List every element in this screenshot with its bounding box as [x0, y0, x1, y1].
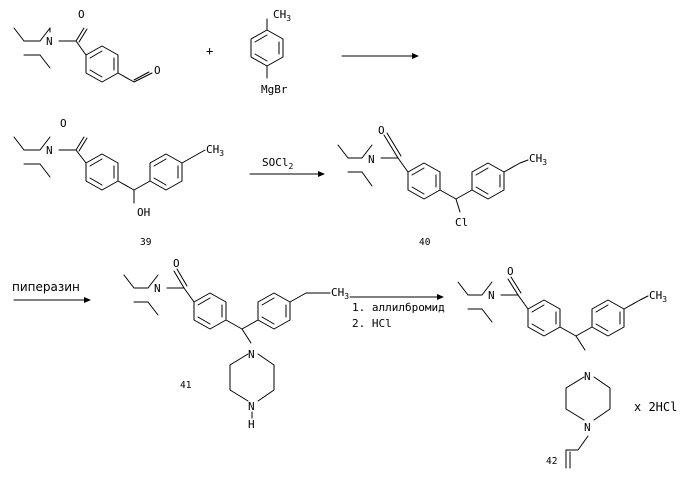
atom-o: O: [378, 124, 385, 137]
compound-40-structure: [338, 133, 528, 212]
reagent-thionyl-chloride: SOCl2: [262, 156, 294, 171]
compound-number-41: 41: [180, 380, 192, 391]
tolyl-grignard: [251, 19, 283, 78]
atom-o: O: [173, 257, 180, 270]
reaction-arrow-allyl: [350, 294, 444, 300]
reaction-arrow-piperazine: [14, 297, 91, 303]
atom-n: N: [248, 348, 255, 361]
atom-ch3: CH3: [273, 8, 291, 23]
atom-ch3: CH3: [331, 286, 349, 301]
reaction-arrow-soc: [250, 171, 325, 177]
reagent-piperazine: пиперазин: [12, 280, 80, 294]
atom-n: N: [46, 35, 53, 48]
atom-o: O: [154, 64, 161, 77]
atom-ch3: CH3: [206, 143, 224, 158]
compound-number-40: 40: [419, 237, 431, 248]
reagent-step-2: 2. HCl: [352, 317, 392, 330]
atom-n: N: [154, 282, 161, 295]
atom-oh: OH: [137, 206, 150, 219]
reagent-step-1: 1. аллилбромид: [352, 301, 445, 314]
atom-cl: Cl: [455, 216, 468, 229]
atom-ch3: CH3: [649, 289, 667, 304]
starting-aldehyde: [14, 28, 152, 82]
atom-n: N: [488, 289, 495, 302]
atom-n: N: [584, 370, 591, 383]
atom-h: H: [248, 418, 255, 431]
compound-number-42: 42: [546, 456, 557, 467]
atom-n: N: [584, 421, 591, 434]
atom-o: O: [78, 8, 85, 21]
atom-n: N: [248, 400, 255, 413]
compound-number-39: 39: [140, 237, 152, 248]
atom-o: O: [60, 117, 67, 130]
atom-ch3: CH3: [529, 152, 547, 167]
plus-sign: +: [206, 44, 213, 58]
compound-39-structure: [14, 137, 205, 203]
atom-o: O: [507, 265, 514, 278]
atom-n: N: [368, 153, 375, 166]
compound-42-structure: [458, 277, 648, 468]
reaction-arrow-1: [342, 53, 419, 59]
atom-mgbr: MgBr: [261, 83, 288, 96]
atom-n: N: [46, 144, 53, 157]
salt-formula: x 2HCl: [634, 400, 677, 414]
